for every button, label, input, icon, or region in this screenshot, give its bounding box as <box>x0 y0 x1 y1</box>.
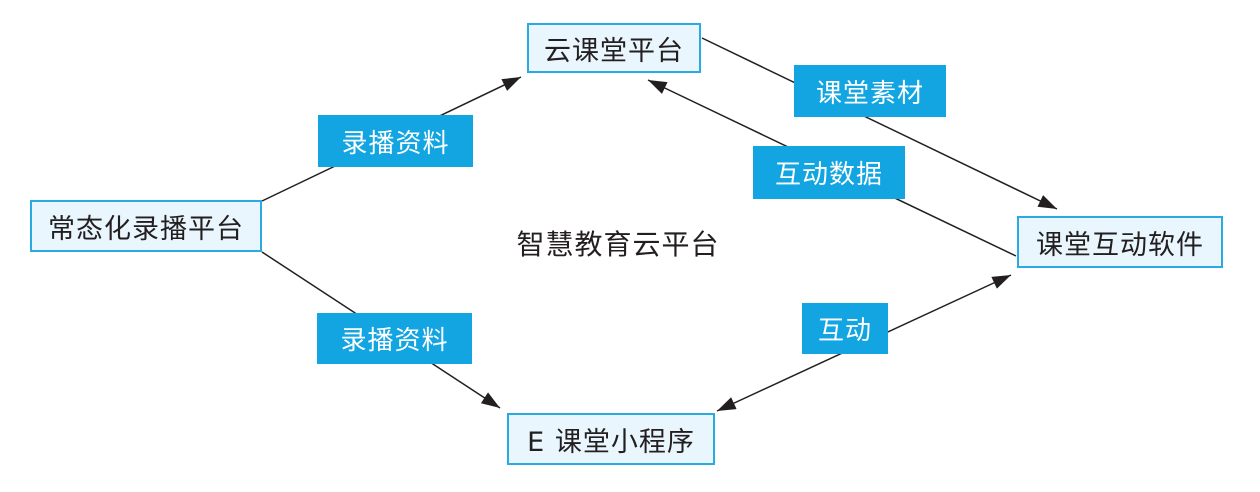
node-classroom-interactive-software: 课堂互动软件 <box>1017 216 1223 268</box>
node-normalized-recording-platform: 常态化录播平台 <box>30 200 262 252</box>
edge-label-recording-materials-bottom: 录播资料 <box>317 313 472 364</box>
edge-line-cloud-to-software <box>701 37 1058 210</box>
diagram-title: 智慧教育云平台 <box>516 228 720 261</box>
edge-label-recording-materials-top: 录播资料 <box>318 115 473 167</box>
node-cloud-classroom-platform: 云课堂平台 <box>527 23 701 73</box>
node-e-classroom-mini-program: E 课堂小程序 <box>507 413 715 465</box>
edge-label-classroom-materials: 课堂素材 <box>794 65 946 117</box>
edge-label-interaction-data: 互动数据 <box>753 146 905 199</box>
edge-label-interaction: 互动 <box>802 303 888 354</box>
